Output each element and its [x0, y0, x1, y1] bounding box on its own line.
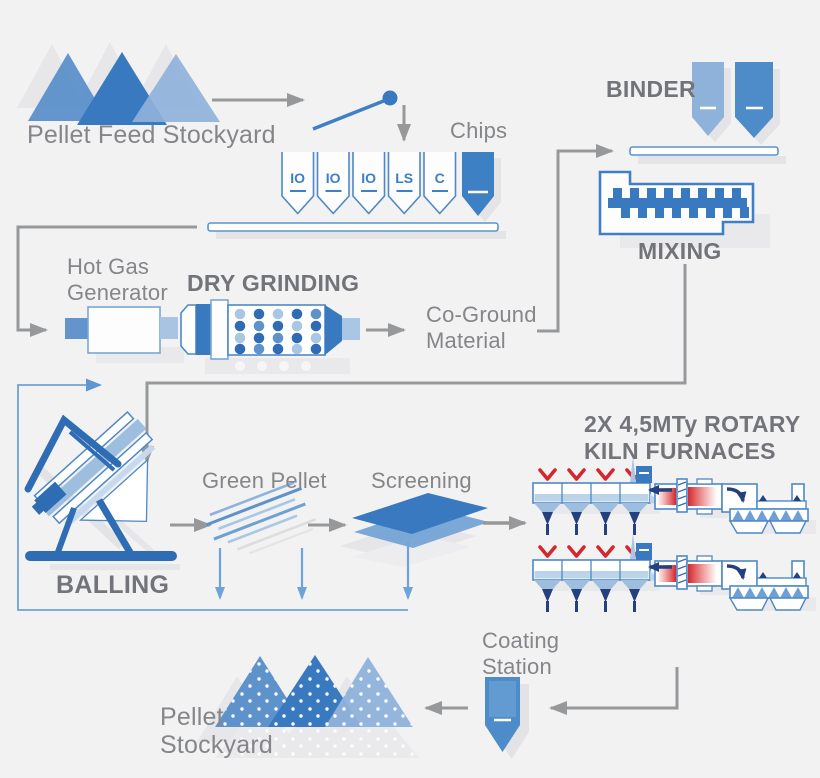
kiln-grate — [532, 456, 664, 505]
mixer-screw — [608, 188, 749, 218]
co-ground-label-line2: Material — [426, 328, 506, 353]
hopper-io-3: IO — [352, 152, 386, 215]
co-ground-label-line1: Co-Ground — [426, 302, 537, 327]
hopper-ls: LS — [387, 152, 421, 215]
coating-station-label-line2: Station — [482, 654, 552, 679]
pellet-stockyard-label-line2: Stockyard — [160, 731, 273, 759]
hopper-label: C — [435, 170, 445, 186]
rotary-kiln-title-line1: 2X 4,5MTy ROTARY — [584, 411, 801, 437]
rotary-kiln-furnace-icon — [532, 456, 816, 535]
rotary-kiln-title: 2X 4,5MTy ROTARY KILN FURNACES — [584, 411, 801, 465]
hot-gas-generator-label-line1: Hot Gas — [67, 254, 150, 279]
mixer-icon — [598, 170, 770, 248]
kiln-cooler — [721, 483, 809, 534]
pellet-feed-stockyard-icon — [17, 42, 220, 125]
coating-hopper-icon — [485, 677, 529, 759]
balling-disc-icon — [24, 411, 180, 570]
green-pellet-label: Green Pellet — [202, 468, 327, 493]
mixing-label: MIXING — [638, 238, 722, 264]
hot-gas-generator-label-line2: Generator — [67, 280, 168, 305]
dry-grinding-label: DRY GRINDING — [187, 270, 360, 296]
hot-gas-generator-label: Hot Gas Generator — [67, 254, 168, 306]
recycle-line-to-balling — [17, 378, 408, 611]
flow-line-kiln-to-coating — [549, 667, 679, 715]
ball-mill-icon — [180, 299, 360, 374]
kiln-feed-arrows — [538, 468, 644, 481]
hot-gas-generator-icon — [65, 306, 184, 363]
rotary-kiln-furnace-icon-2 — [533, 533, 816, 612]
hopper-label: LS — [395, 170, 413, 186]
flow-line-coground-to-mixing — [537, 144, 614, 333]
coating-station-label-line1: Coating — [482, 628, 560, 653]
chips-hopper-icon — [462, 152, 501, 222]
binder-label: BINDER — [606, 76, 696, 102]
flow-line-to-hot-gas-generator — [16, 225, 197, 337]
hopper-label: IO — [290, 170, 305, 186]
hopper-io-1: IO — [281, 152, 315, 215]
pellet-feed-stockyard-label: Pellet Feed Stockyard — [27, 121, 276, 149]
conveyor-2 — [629, 146, 786, 164]
conveyor-1 — [207, 222, 506, 239]
hopper-label: IO — [361, 170, 376, 186]
binder-hoppers-icon — [692, 62, 780, 145]
rotary-kiln-title-line2: KILN FURNACES — [584, 438, 776, 464]
mill-balls — [234, 308, 322, 355]
flow-line-mixing-to-balling — [140, 264, 687, 464]
raw-material-hoppers: IO IO IO LS C — [281, 152, 457, 215]
balling-motor — [31, 481, 67, 515]
green-pellet-stream-icon — [205, 481, 317, 555]
kiln-burner — [648, 478, 723, 515]
kiln-grate-funnels — [534, 503, 648, 535]
hopper-c: C — [423, 152, 457, 215]
co-ground-label: Co-Ground Material — [426, 302, 537, 354]
balling-label: BALLING — [56, 571, 170, 599]
screening-icon — [340, 493, 489, 567]
coating-station-label: Coating Station — [482, 628, 559, 680]
hopper-io-2: IO — [316, 152, 350, 215]
pellet-stockyard-label-line1: Pellet — [160, 703, 224, 731]
hopper-label: IO — [326, 170, 341, 186]
screening-label: Screening — [371, 468, 472, 493]
chips-label: Chips — [450, 118, 508, 143]
balling-disc-face — [33, 411, 156, 528]
pellet-stockyard-label: Pellet Stockyard — [160, 703, 273, 759]
tripper-icon — [312, 90, 398, 131]
pellet-stockyard-icon — [197, 655, 419, 758]
